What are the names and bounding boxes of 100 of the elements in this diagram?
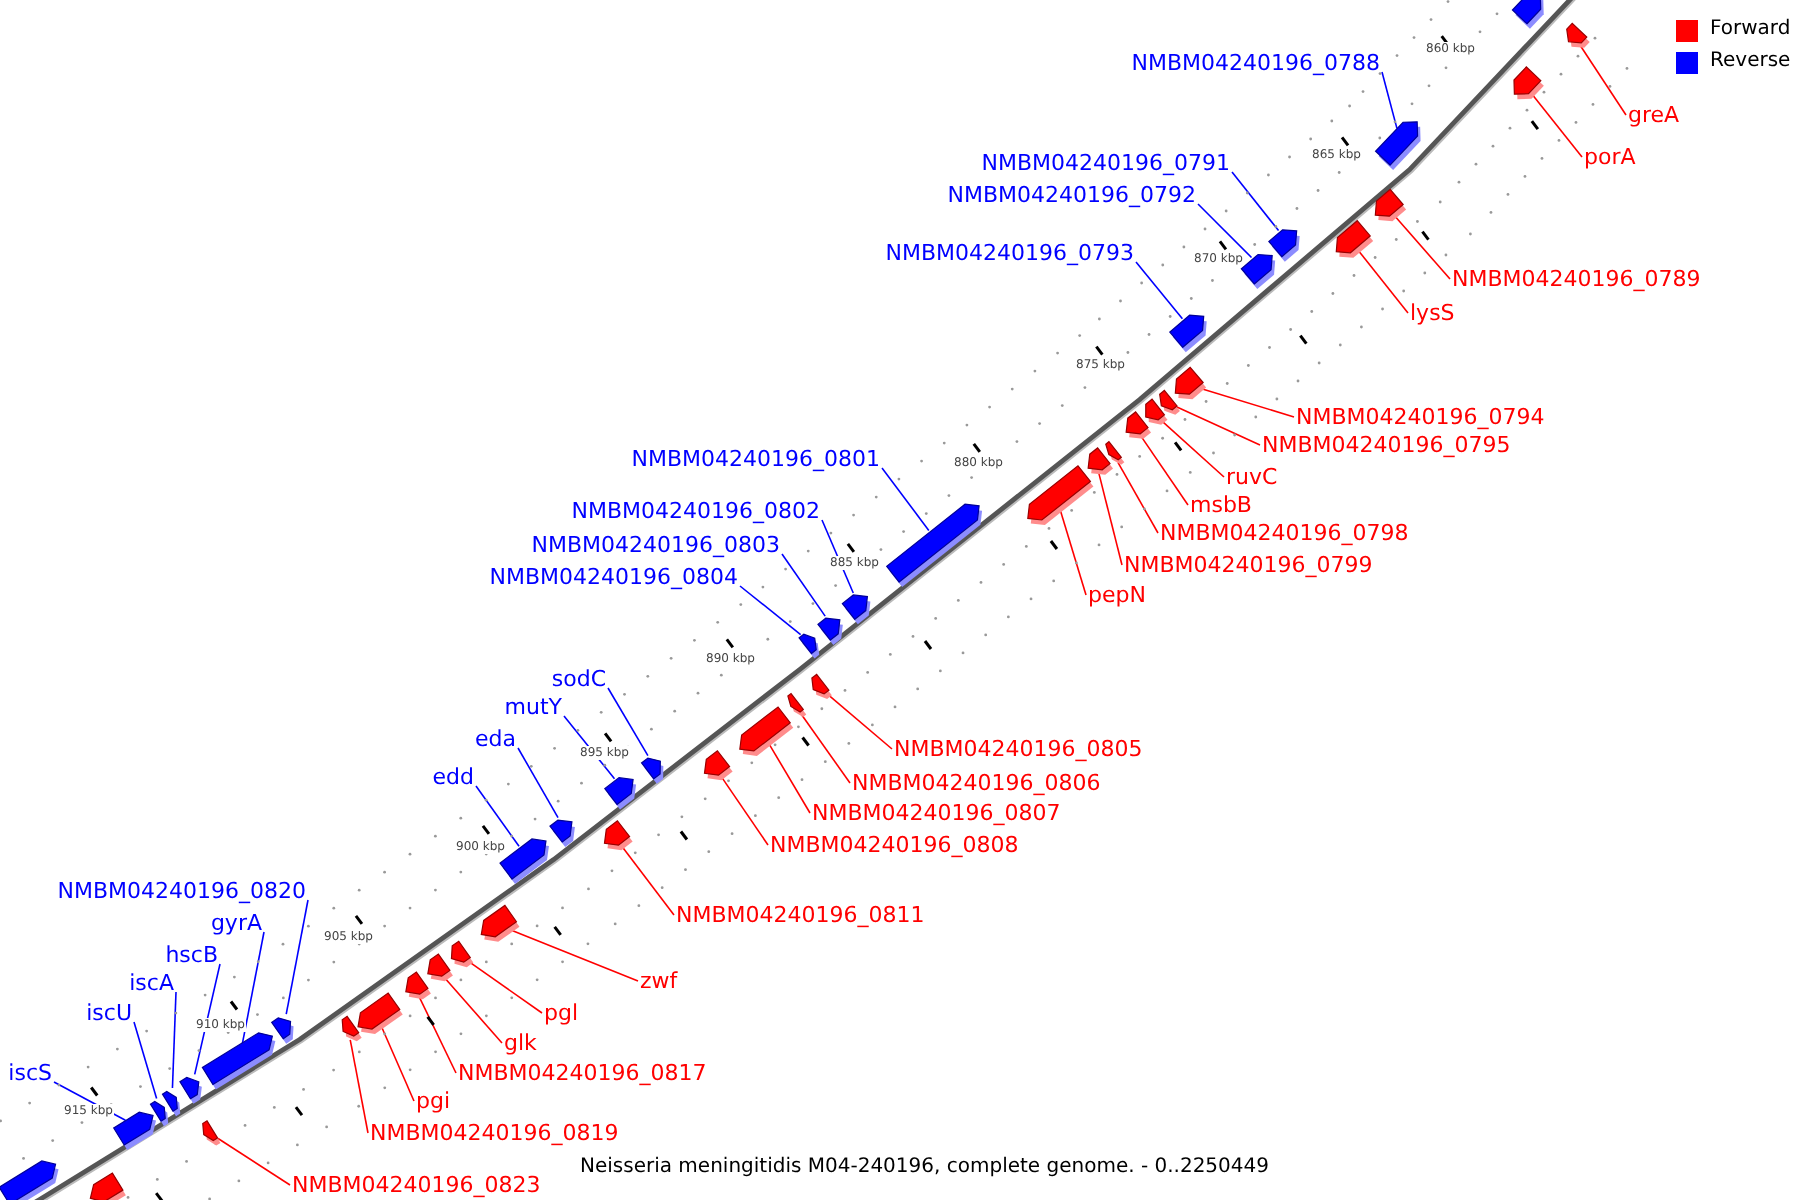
gene-block bbox=[450, 940, 474, 968]
gene-label: greA bbox=[1628, 102, 1680, 128]
gene-block bbox=[603, 819, 633, 851]
gene-label: pepN bbox=[1088, 582, 1146, 608]
gene-block bbox=[1374, 121, 1421, 171]
leader-line bbox=[193, 963, 221, 1076]
gene-label: ruvC bbox=[1226, 464, 1278, 490]
leader-line bbox=[1530, 92, 1583, 158]
gene-label: gyrA bbox=[210, 910, 262, 936]
leader-line bbox=[1356, 248, 1409, 314]
leader-line bbox=[607, 687, 649, 757]
leader-line bbox=[517, 747, 559, 819]
gene-block bbox=[1374, 188, 1407, 222]
gene-block bbox=[201, 1032, 276, 1090]
gene-label: pgl bbox=[544, 1000, 579, 1026]
gene-block bbox=[1159, 389, 1180, 415]
gene-label: NMBM04240196_0794 bbox=[1296, 404, 1545, 430]
gene-label: NMBM04240196_0792 bbox=[947, 182, 1196, 208]
gene-block bbox=[341, 1015, 362, 1042]
gene-label: NMBM04240196_0791 bbox=[981, 150, 1230, 176]
gene-label: iscU bbox=[86, 1000, 132, 1026]
leader-line bbox=[475, 785, 520, 848]
gene-block bbox=[817, 617, 843, 646]
leader-line bbox=[767, 741, 811, 814]
gene-block bbox=[405, 971, 431, 1000]
gene-block bbox=[1174, 366, 1207, 400]
leader-line bbox=[1135, 261, 1184, 320]
gene-block bbox=[1027, 464, 1094, 525]
gene-label: iscA bbox=[129, 970, 174, 996]
gene-label: NMBM04240196_0795 bbox=[1262, 432, 1511, 458]
leader-line bbox=[800, 713, 851, 784]
gene-block bbox=[811, 673, 832, 699]
gene-label: lysS bbox=[1410, 300, 1455, 326]
gene-label: NMBM04240196_0789 bbox=[1452, 266, 1701, 292]
leader-line bbox=[443, 976, 503, 1044]
leader-line bbox=[133, 1021, 158, 1100]
gene-label: NMBM04240196_0805 bbox=[894, 736, 1143, 762]
leader-line bbox=[881, 467, 930, 532]
caption: Neisseria meningitidis M04-240196, complete genome. - 0..2250449 bbox=[580, 1156, 1269, 1178]
gene-label: NMBM04240196_0798 bbox=[1160, 520, 1409, 546]
leader-line bbox=[781, 553, 826, 617]
gene-label: NMBM04240196_0808 bbox=[770, 832, 1019, 858]
leader-line bbox=[1117, 461, 1159, 534]
gene-block bbox=[112, 1111, 157, 1150]
gene-block bbox=[357, 992, 403, 1035]
gene-block bbox=[1145, 398, 1168, 425]
gene-block bbox=[427, 953, 453, 982]
gene-block bbox=[1268, 229, 1300, 262]
gene-label: NMBM04240196_0820 bbox=[57, 878, 306, 904]
leader-line bbox=[1579, 45, 1627, 116]
gene-label: hscB bbox=[165, 942, 218, 968]
gene-label: eda bbox=[475, 726, 516, 752]
gene-block bbox=[270, 1017, 294, 1044]
gene-label: NMBM04240196_0793 bbox=[885, 240, 1134, 266]
gene-block bbox=[841, 594, 871, 625]
gene-label: NMBM04240196_0823 bbox=[292, 1172, 541, 1198]
gene-block bbox=[1511, 0, 1544, 29]
gene-label: NMBM04240196_0801 bbox=[631, 446, 880, 472]
gene-block bbox=[480, 904, 520, 942]
gene-block bbox=[1335, 219, 1374, 258]
gene-label: NMBM04240196_0806 bbox=[852, 770, 1101, 796]
leader-line bbox=[1160, 419, 1225, 478]
gene-block bbox=[640, 757, 664, 784]
gene-block bbox=[549, 819, 575, 848]
leader-line bbox=[826, 693, 893, 750]
gene-block bbox=[703, 749, 733, 781]
gene-block bbox=[1240, 253, 1276, 289]
gene-label: sodC bbox=[551, 666, 606, 692]
leader-line bbox=[1098, 472, 1123, 566]
gene-label: edd bbox=[432, 764, 474, 790]
gene-label: NMBM04240196_0811 bbox=[676, 902, 925, 928]
gene-label: NMBM04240196_0819 bbox=[370, 1120, 619, 1146]
leader-line bbox=[285, 899, 309, 1015]
gene-label: porA bbox=[1584, 144, 1636, 170]
gene-block bbox=[202, 1120, 221, 1146]
leader-line bbox=[1393, 214, 1451, 280]
gene-label: NMBM04240196_0802 bbox=[571, 498, 820, 524]
gene-block bbox=[787, 692, 807, 717]
gene-block bbox=[89, 1172, 126, 1200]
gene-label: NMBM04240196_0788 bbox=[1131, 50, 1380, 76]
gene-label: NMBM04240196_0804 bbox=[489, 564, 738, 590]
leader-line bbox=[349, 1039, 369, 1134]
gene-block bbox=[739, 706, 794, 756]
leader-line bbox=[380, 1024, 415, 1102]
leader-line bbox=[171, 991, 177, 1089]
gene-block bbox=[0, 1160, 59, 1200]
leader-line bbox=[1176, 406, 1261, 446]
gene-label: glk bbox=[504, 1030, 537, 1056]
gene-label: pgi bbox=[416, 1088, 451, 1114]
leader-line bbox=[241, 931, 265, 1045]
legend-label: Reverse bbox=[1710, 50, 1791, 74]
gene-block bbox=[1513, 66, 1544, 100]
leader-line bbox=[1197, 203, 1253, 259]
gene-block bbox=[1168, 314, 1207, 353]
gene-label: zwf bbox=[640, 968, 678, 994]
gene-label: NMBM04240196_0817 bbox=[458, 1060, 707, 1086]
leader-line bbox=[217, 1137, 291, 1186]
leader-line bbox=[719, 775, 769, 846]
gene-block bbox=[179, 1076, 202, 1104]
leader-line bbox=[739, 585, 802, 636]
